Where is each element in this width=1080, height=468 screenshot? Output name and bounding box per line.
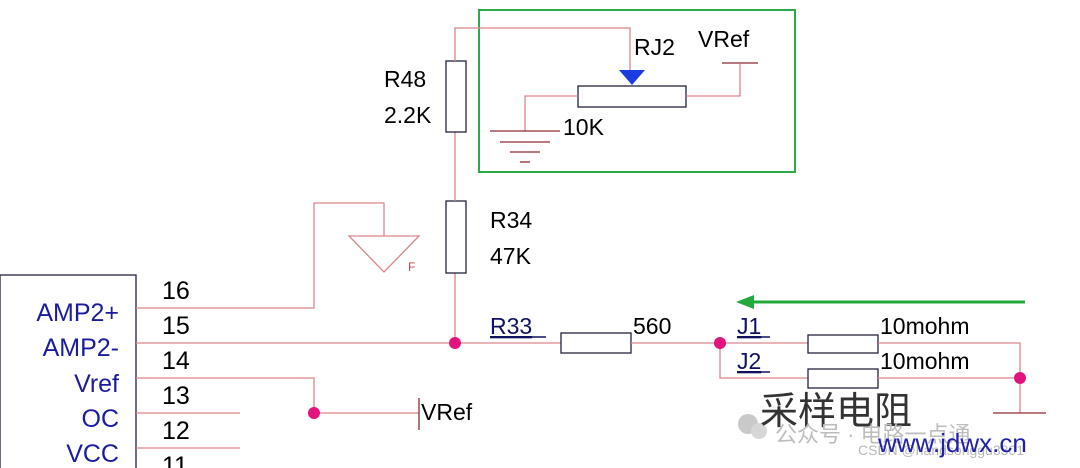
pin-name-vref: Vref [74, 370, 119, 398]
junction-dot [1014, 372, 1026, 384]
watermark-title: 采样电阻 [760, 389, 912, 433]
rj2-value-label: 10K [563, 114, 605, 140]
j1-ref-label: J1 [737, 313, 761, 339]
r33-resistor [560, 332, 632, 354]
junction-dot [449, 337, 461, 349]
ic-pin-names: AMP2+ AMP2- Vref OC VCC [36, 299, 119, 468]
rj2-ref-label: RJ2 [634, 34, 675, 60]
r33-value-label: 560 [633, 313, 671, 339]
j2-value-label: 10mohm [880, 348, 969, 374]
ic-pin-numbers: 16 15 14 13 12 11 [162, 277, 190, 468]
pin-number-11: 11 [162, 452, 188, 468]
r48-value-label: 2.2K [384, 102, 432, 128]
ground-flag-symbol [347, 235, 421, 273]
potentiometer-wiper-arrow [619, 70, 645, 85]
j2-ref-label: J2 [737, 348, 761, 374]
r33-ref-label: R33 [490, 313, 532, 339]
j2-shunt-resistor [807, 368, 879, 389]
pin-number-12: 12 [162, 417, 190, 445]
junction-dots [308, 337, 1026, 419]
pin-name-vcc: VCC [66, 440, 119, 468]
pin16-to-flag-wire [240, 202, 385, 309]
pin-name-oc: OC [82, 405, 120, 433]
j1-value-label: 10mohm [880, 313, 969, 339]
r34-ref-label: R34 [490, 207, 532, 233]
current-direction-arrowhead [736, 295, 754, 309]
pin-number-14: 14 [162, 347, 190, 375]
j1-shunt-resistor [807, 334, 879, 354]
pin-name-amp2-minus: AMP2- [43, 334, 119, 362]
r34-resistor [445, 200, 467, 274]
watermark-csdn: CSDN @handsonggu3301 [858, 442, 1024, 458]
pin-name-amp2-plus: AMP2+ [36, 299, 119, 327]
pin-number-13: 13 [162, 382, 190, 410]
potentiometer-highlight-box [478, 9, 796, 173]
vref-bottom-label: VRef [421, 399, 473, 425]
rj2-to-ground-wire [524, 95, 578, 131]
j1-right-wire [878, 342, 1021, 413]
ic-body [0, 274, 137, 468]
wechat-logo [738, 414, 767, 439]
pin-number-15: 15 [162, 312, 190, 340]
ic-pin-leads [136, 307, 240, 449]
junction-dot [714, 337, 726, 349]
rj2-potentiometer [577, 85, 687, 108]
watermark-account: 公众号 · 电路一点通 [775, 422, 971, 447]
junction-dot [308, 407, 320, 419]
pin14-to-pin13-wire [240, 377, 315, 413]
j2-left-wire [719, 343, 808, 379]
r48-ref-label: R48 [384, 66, 426, 92]
vref-top-label: VRef [698, 26, 750, 52]
r34-value-label: 47K [490, 243, 532, 269]
rj2-to-vref-wire [686, 64, 741, 97]
watermark-url: www.jdwx.cn [877, 428, 1027, 458]
pin-number-16: 16 [162, 277, 190, 305]
r48-resistor [445, 60, 467, 133]
potentiometer-ground-symbol [490, 130, 560, 163]
ground-flag-label: F [408, 260, 415, 274]
r48-to-wiper-wire [454, 27, 631, 71]
